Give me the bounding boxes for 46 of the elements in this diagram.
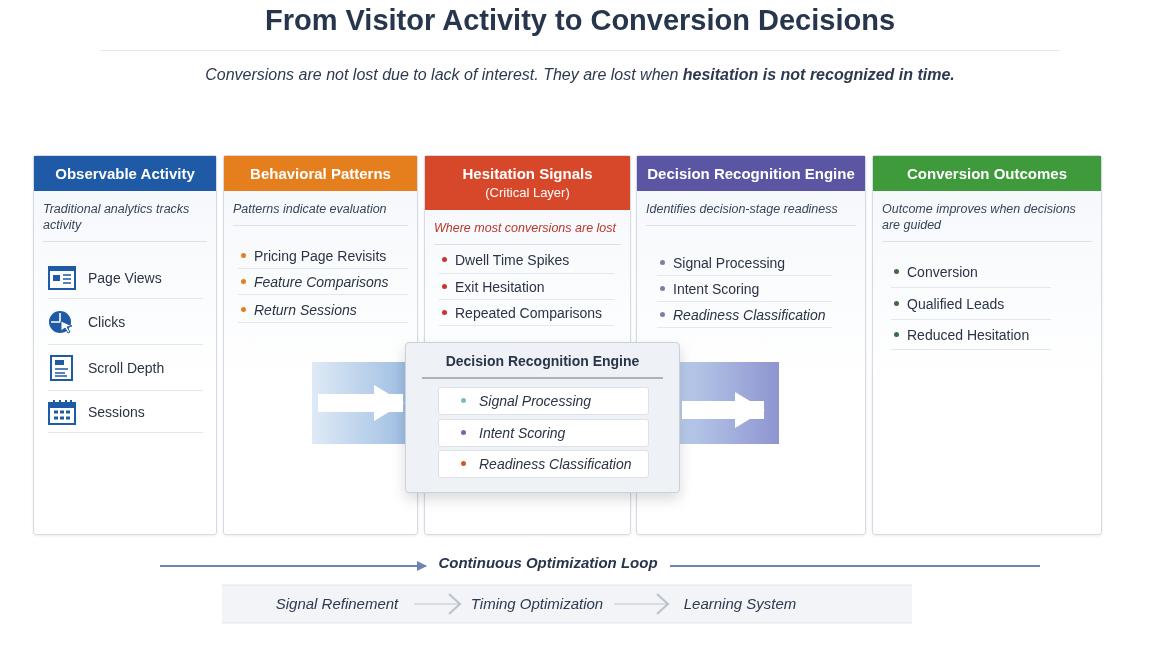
bullet-item: Intent Scoring xyxy=(657,276,832,302)
column-title: Conversion Outcomes xyxy=(905,164,1068,183)
column-note: Identifies decision-stage readiness xyxy=(646,201,856,226)
row-label: Page Views xyxy=(88,269,162,286)
bullet-item: Feature Comparisons xyxy=(238,269,408,295)
column-tagline: (Critical Layer) xyxy=(484,184,571,202)
subtitle: Conversions are not lost due to lack of interest. They are lost when hesitation is not recognized in time. xyxy=(204,66,956,84)
step-label: Learning System xyxy=(670,592,810,616)
bullet-item: Signal Processing xyxy=(657,250,832,276)
engine-step: Signal Processing xyxy=(438,387,649,415)
arrow xyxy=(159,561,427,571)
engine-step: Intent Scoring xyxy=(438,419,649,447)
column-title: Hesitation Signals xyxy=(461,164,594,183)
column-title: Observable Activity xyxy=(54,164,196,183)
flow-arrow xyxy=(682,392,765,428)
step-label: Timing Optimization xyxy=(462,592,612,616)
loop-title: Continuous Optimization Loop xyxy=(428,550,668,576)
bullet-item: Dwell Time Spikes xyxy=(439,246,614,274)
row-label: Scroll Depth xyxy=(88,359,165,376)
column-note: Outcome improves when decisions are guided xyxy=(882,201,1092,242)
flow-arrow xyxy=(318,385,404,421)
row-label: Clicks xyxy=(88,313,126,330)
bullet-item: Exit Hesitation xyxy=(439,274,614,300)
column-note: Traditional analytics tracks activity xyxy=(43,201,207,242)
step-label: Signal Refinement xyxy=(262,592,412,616)
column-note: Patterns indicate evaluation xyxy=(233,201,408,226)
bullet-item: Conversion xyxy=(891,256,1051,288)
bullet-item: Qualified Leads xyxy=(891,288,1051,320)
column-title: Decision Recognition Engine xyxy=(646,164,856,183)
arrow xyxy=(613,593,669,615)
column-title: Behavioral Patterns xyxy=(249,164,392,183)
bullet-item: Reduced Hesitation xyxy=(891,320,1051,350)
bullet-item: Readiness Classification xyxy=(657,302,832,328)
panel-title: Decision Recognition Engine xyxy=(422,353,663,379)
engine-panel xyxy=(405,342,680,493)
column-card xyxy=(872,155,1102,535)
column-note: Where most conversions are lost xyxy=(434,220,621,245)
bullet-item: Return Sessions xyxy=(238,297,408,323)
engine-step: Readiness Classification xyxy=(438,450,649,478)
bullet-item: Pricing Page Revisits xyxy=(238,243,408,269)
row-label: Sessions xyxy=(88,403,145,420)
column-card xyxy=(33,155,217,535)
diagram-title: From Visitor Activity to Conversion Decisions xyxy=(263,4,897,37)
arrow xyxy=(413,593,461,615)
bullet-item: Repeated Comparisons xyxy=(439,300,614,326)
connector-line xyxy=(669,565,1041,567)
